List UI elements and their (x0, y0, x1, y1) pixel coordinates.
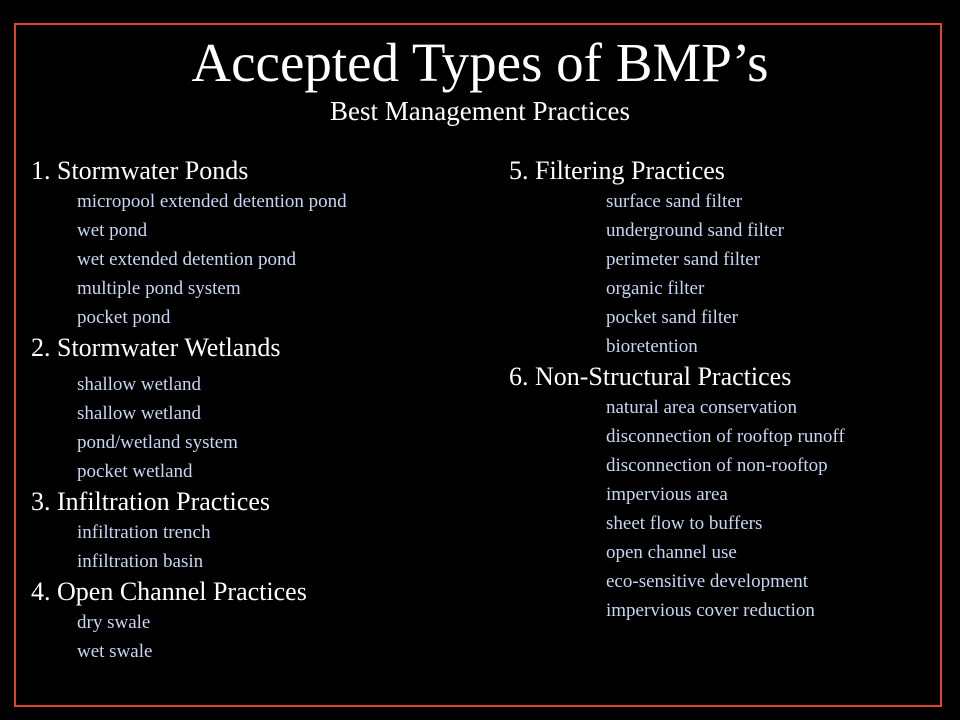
slide-frame (14, 23, 942, 707)
list-item: sheet flow to buffers (606, 513, 763, 534)
section-heading: 4. Open Channel Practices (31, 577, 307, 606)
list-item: micropool extended detention pond (77, 191, 347, 212)
list-item: pocket sand filter (606, 307, 738, 328)
right-column: 5. Filtering Practices surface sand filt… (509, 155, 929, 625)
section-heading: 6. Non-Structural Practices (509, 362, 792, 391)
section-filtering-practices: 5. Filtering Practices surface sand filt… (509, 155, 929, 361)
list-item: natural area conservation (606, 397, 797, 418)
list-item: infiltration trench (77, 522, 211, 543)
list-item: impervious area (606, 484, 728, 505)
list-item: open channel use (606, 542, 737, 563)
section-non-structural-practices: 6. Non-Structural Practices natural area… (509, 361, 929, 625)
section-stormwater-wetlands: 2. Stormwater Wetlands shallow wetland s… (31, 332, 471, 486)
list-item: impervious cover reduction (606, 600, 815, 621)
list-item: shallow wetland (77, 403, 202, 424)
left-column: 1. Stormwater Ponds micropool extended d… (31, 155, 471, 666)
list-item: pond/wetland system (77, 432, 238, 453)
list-item: dry swale (77, 612, 151, 633)
list-item: wet swale (77, 641, 153, 662)
section-heading: 5. Filtering Practices (509, 156, 725, 185)
section-heading: 3. Infiltration Practices (31, 487, 270, 516)
list-item: eco-sensitive development (606, 571, 809, 592)
list-item: multiple pond system (77, 278, 241, 299)
list-item: perimeter sand filter (606, 249, 761, 270)
list-item: surface sand filter (606, 191, 743, 212)
list-item: wet pond (77, 220, 148, 241)
section-heading: 2. Stormwater Wetlands (31, 333, 281, 362)
list-item: disconnection of non-rooftop (606, 455, 828, 476)
list-item: pocket pond (77, 307, 171, 328)
list-item: pocket wetland (77, 461, 193, 482)
section-stormwater-ponds: 1. Stormwater Ponds micropool extended d… (31, 155, 471, 332)
list-item: bioretention (606, 336, 698, 357)
section-heading: 1. Stormwater Ponds (31, 156, 249, 185)
list-item: underground sand filter (606, 220, 784, 241)
list-item: shallow wetland (77, 374, 202, 395)
list-item: organic filter (606, 278, 705, 299)
list-item: wet extended detention pond (77, 249, 296, 270)
slide-title: Accepted Types of BMP’s (191, 32, 769, 93)
list-item: disconnection of rooftop runoff (606, 426, 845, 447)
list-item: infiltration basin (77, 551, 204, 572)
slide-subtitle: Best Management Practices (330, 96, 630, 126)
section-open-channel-practices: 4. Open Channel Practices dry swale wet … (31, 576, 471, 666)
section-infiltration-practices: 3. Infiltration Practices infiltration t… (31, 486, 471, 576)
